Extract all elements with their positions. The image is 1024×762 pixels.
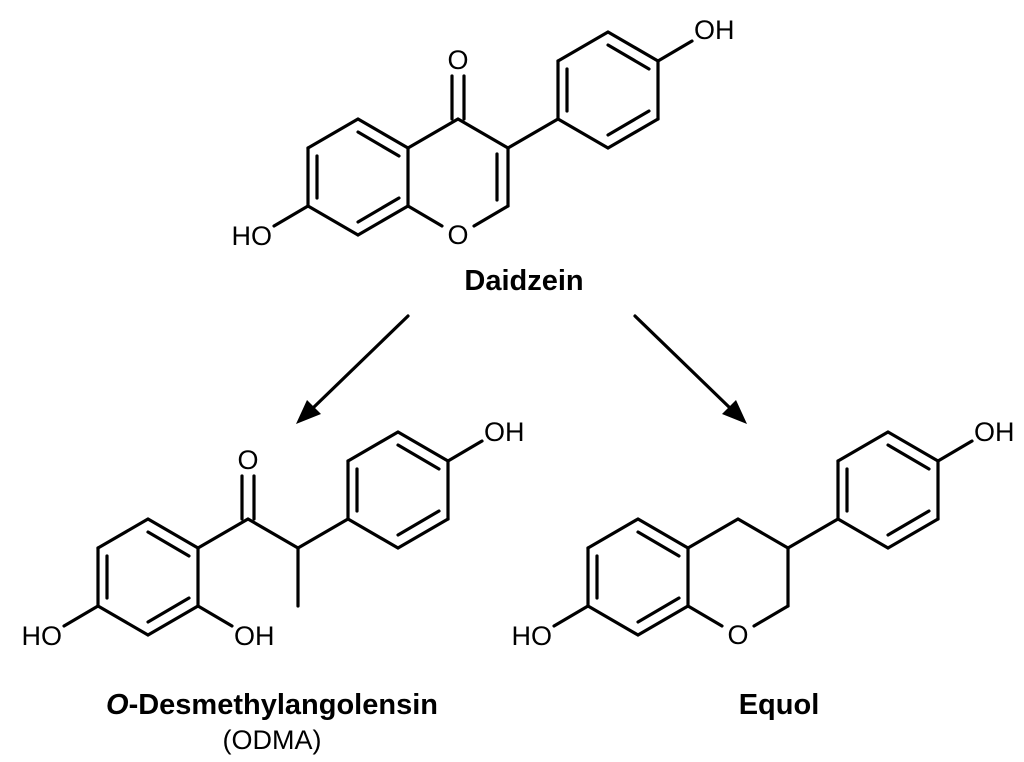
equol-ring-oxygen-label: O bbox=[727, 620, 748, 650]
odma-bonds bbox=[62, 430, 484, 637]
daidzein-structure: O O HO OH Daidzein bbox=[232, 15, 735, 297]
daidzein-carbonyl-oxygen-label: O bbox=[447, 45, 468, 75]
odma-name: O-Desmethylangolensin bbox=[106, 689, 438, 721]
daidzein-ring-oxygen-label: O bbox=[447, 220, 468, 250]
odma-name-prefix: O bbox=[106, 689, 129, 721]
daidzein-bonds bbox=[272, 30, 694, 237]
odma-hydroxyl-para-label: OH bbox=[484, 417, 525, 447]
equol-structure: O HO OH Equol bbox=[512, 417, 1015, 721]
equol-name: Equol bbox=[739, 689, 820, 721]
arrow-to-odma bbox=[296, 314, 410, 424]
odma-hydroxyl-left-label: HO bbox=[22, 621, 63, 651]
equol-hydroxyl-right-label: OH bbox=[974, 417, 1015, 447]
odma-carbonyl-oxygen-label: O bbox=[237, 445, 258, 475]
arrow-to-equol bbox=[633, 314, 747, 424]
daidzein-name: Daidzein bbox=[464, 265, 583, 297]
odma-abbreviation: (ODMA) bbox=[223, 725, 322, 755]
odma-hydroxyl-ortho-label: OH bbox=[234, 621, 275, 651]
equol-bonds bbox=[552, 430, 974, 637]
daidzein-hydroxyl-right-label: OH bbox=[694, 15, 735, 45]
daidzein-hydroxyl-left-label: HO bbox=[232, 221, 273, 251]
equol-hydroxyl-left-label: HO bbox=[512, 621, 553, 651]
odma-name-rest: -Desmethylangolensin bbox=[129, 689, 438, 721]
odma-structure: O HO OH OH O-Desmethylangolensin (ODMA) bbox=[22, 417, 525, 755]
